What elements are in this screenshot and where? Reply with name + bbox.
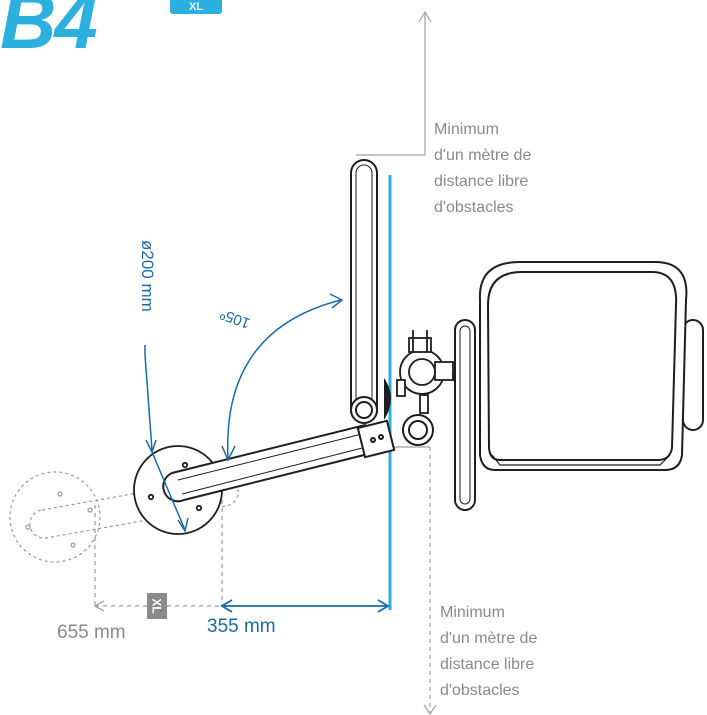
wheelchair [454,261,704,511]
xl-tag: XL [147,593,167,619]
diameter-label: ø200 mm [138,240,157,312]
bottom-note-line-4: d'obstacles [440,682,520,699]
brand-variant-badge: XL [170,0,222,14]
top-clearance-note: Minimum d'un mètre de distance libre d'o… [434,117,531,221]
brand-model-title: B4 [0,0,98,65]
standard-length-label: 355 mm [207,616,276,637]
bottom-note-line-1: Minimum [440,604,505,621]
top-clearance-guide [356,10,432,156]
folded-arm [350,159,378,424]
diameter-dimension [144,345,189,533]
xl-tag-text: XL [150,598,164,614]
top-note-line-2: d'un mètre de [434,147,532,164]
bottom-note-line-3: distance libre [440,656,535,673]
bottom-note-line-2: d'un mètre de [440,630,538,647]
wall-bracket [384,378,391,420]
extended-arm [162,414,434,503]
top-note-line-4: d'obstacles [434,199,514,216]
angle-arc [221,293,344,462]
length-dimensions [93,500,390,613]
xl-length-label: 655 mm [57,622,126,643]
bottom-clearance-note: Minimum d'un mètre de distance libre d'o… [440,600,537,704]
top-note-line-3: distance libre [434,173,529,190]
top-note-line-1: Minimum [434,121,499,138]
bottom-clearance-guide [392,446,437,715]
